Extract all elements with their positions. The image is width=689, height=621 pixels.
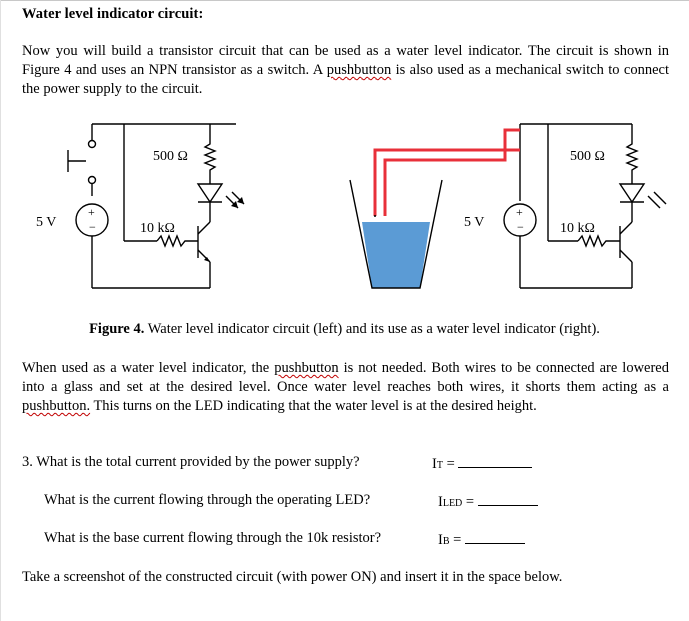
question-3: 3. What is the total current provided by…	[22, 454, 360, 470]
page-border-left	[0, 0, 1, 621]
body-paragraph: When used as a water level indicator, th…	[22, 360, 669, 414]
answer-base-current[interactable]: IB =	[438, 530, 525, 549]
sensor-wires	[373, 128, 520, 216]
right-battery-plus: +	[516, 205, 523, 219]
answer-total-current[interactable]: IT =	[432, 454, 533, 473]
left-battery-plus: +	[88, 205, 95, 219]
right-circuit	[503, 123, 667, 289]
intro-paragraph: Now you will build a transistor circuit …	[22, 43, 669, 97]
right-resistor-10k-label: 10 kΩ	[560, 221, 595, 236]
left-battery-minus: −	[89, 220, 96, 234]
left-circuit	[67, 123, 245, 289]
spellcheck-word: pushbutton	[326, 62, 392, 78]
page-border-top	[0, 0, 689, 1]
question-led-current: What is the current flowing through the …	[44, 492, 371, 508]
left-resistor-500-label: 500 Ω	[153, 149, 188, 164]
spellcheck-word: pushbutton	[274, 360, 339, 376]
figure-4-schematic: 500 Ω 10 kΩ 5 V + − 500 Ω 10 kΩ 5 V + −	[36, 123, 667, 289]
water-glass	[349, 179, 443, 289]
right-resistor-500-label: 500 Ω	[570, 149, 605, 164]
figure-caption: Figure 4. Water level indicator circuit …	[89, 321, 600, 337]
right-voltage-label: 5 V	[464, 215, 484, 230]
answer-led-current[interactable]: ILED =	[438, 492, 538, 511]
section-title: Water level indicator circuit:	[22, 6, 204, 22]
right-battery-minus: −	[517, 220, 524, 234]
screenshot-instruction: Take a screenshot of the constructed cir…	[22, 569, 563, 585]
left-voltage-label: 5 V	[36, 215, 56, 230]
question-base-current: What is the base current flowing through…	[44, 530, 382, 546]
left-resistor-10k-label: 10 kΩ	[140, 221, 175, 236]
spellcheck-word: pushbutton.	[22, 398, 91, 414]
